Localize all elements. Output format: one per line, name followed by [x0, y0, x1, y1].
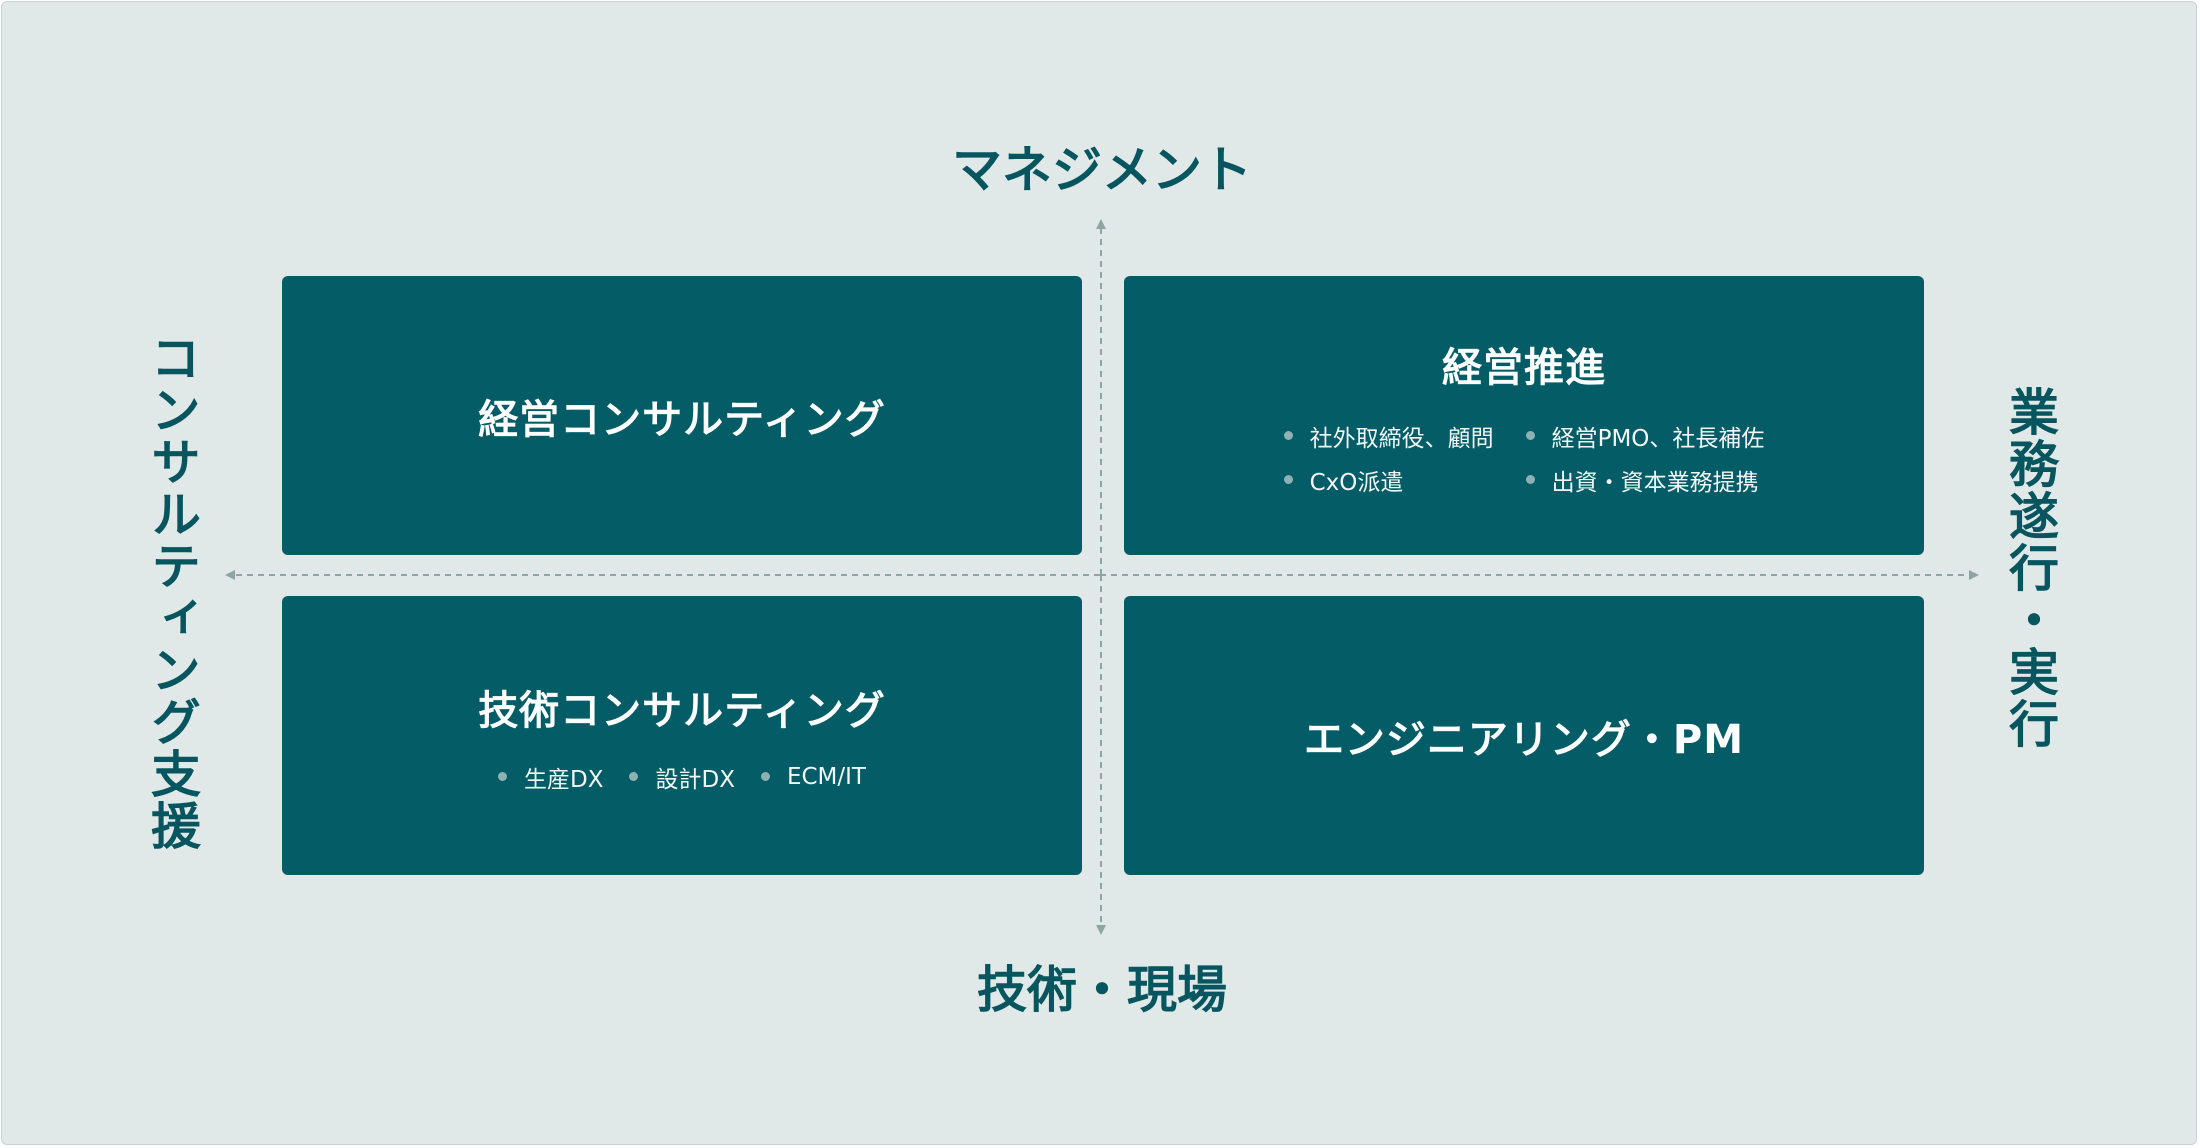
- quadrant-engineering-pm: エンジニアリング・PM: [1124, 596, 1924, 875]
- bullet-dot-icon: [1525, 431, 1535, 440]
- list-item: 社外取締役、顧問: [1283, 419, 1494, 453]
- bullet-dot-icon: [1525, 475, 1535, 484]
- bullet-list: 生産DX 設計DX ECM/IT: [498, 760, 866, 794]
- list-item: 経営PMO、社長補佐: [1525, 419, 1764, 453]
- quadrant-title: 経営推進: [1442, 344, 1606, 391]
- quadrant-management-consulting: 経営コンサルティング: [282, 276, 1082, 555]
- bullet-dot-icon: [629, 772, 639, 781]
- bullet-dot-icon: [1283, 431, 1293, 440]
- quadrant-title: エンジニアリング・PM: [1303, 716, 1745, 763]
- axis-label-right: 業務遂行・実行: [2001, 386, 2059, 750]
- list-item: CxO派遣: [1283, 463, 1494, 497]
- list-item: 生産DX: [498, 760, 603, 794]
- bullet-dot-icon: [498, 772, 508, 781]
- list-item: ECM/IT: [760, 760, 866, 794]
- quadrant-title: 技術コンサルティング: [478, 687, 886, 734]
- list-item: 出資・資本業務提携: [1525, 463, 1765, 497]
- axis-label-bottom: 技術・現場: [977, 961, 1227, 1019]
- bullet-list: 社外取締役、顧問 経営PMO、社長補佐 CxO派遣 出資・資本業務提携: [1283, 419, 1765, 497]
- quadrant-title: 経営コンサルティング: [478, 396, 886, 443]
- bullet-dot-icon: [1283, 475, 1293, 484]
- quadrant-technical-consulting: 技術コンサルティング 生産DX 設計DX ECM/IT: [282, 596, 1082, 875]
- list-item: 設計DX: [629, 760, 735, 794]
- axis-label-left: コンサルティング支援: [143, 332, 201, 852]
- bullet-dot-icon: [760, 772, 770, 781]
- quadrant-management-promotion: 経営推進 社外取締役、顧問 経営PMO、社長補佐 CxO派遣 出資・資本業務提携: [1124, 276, 1924, 555]
- axis-label-top: マネジメント: [952, 141, 1252, 199]
